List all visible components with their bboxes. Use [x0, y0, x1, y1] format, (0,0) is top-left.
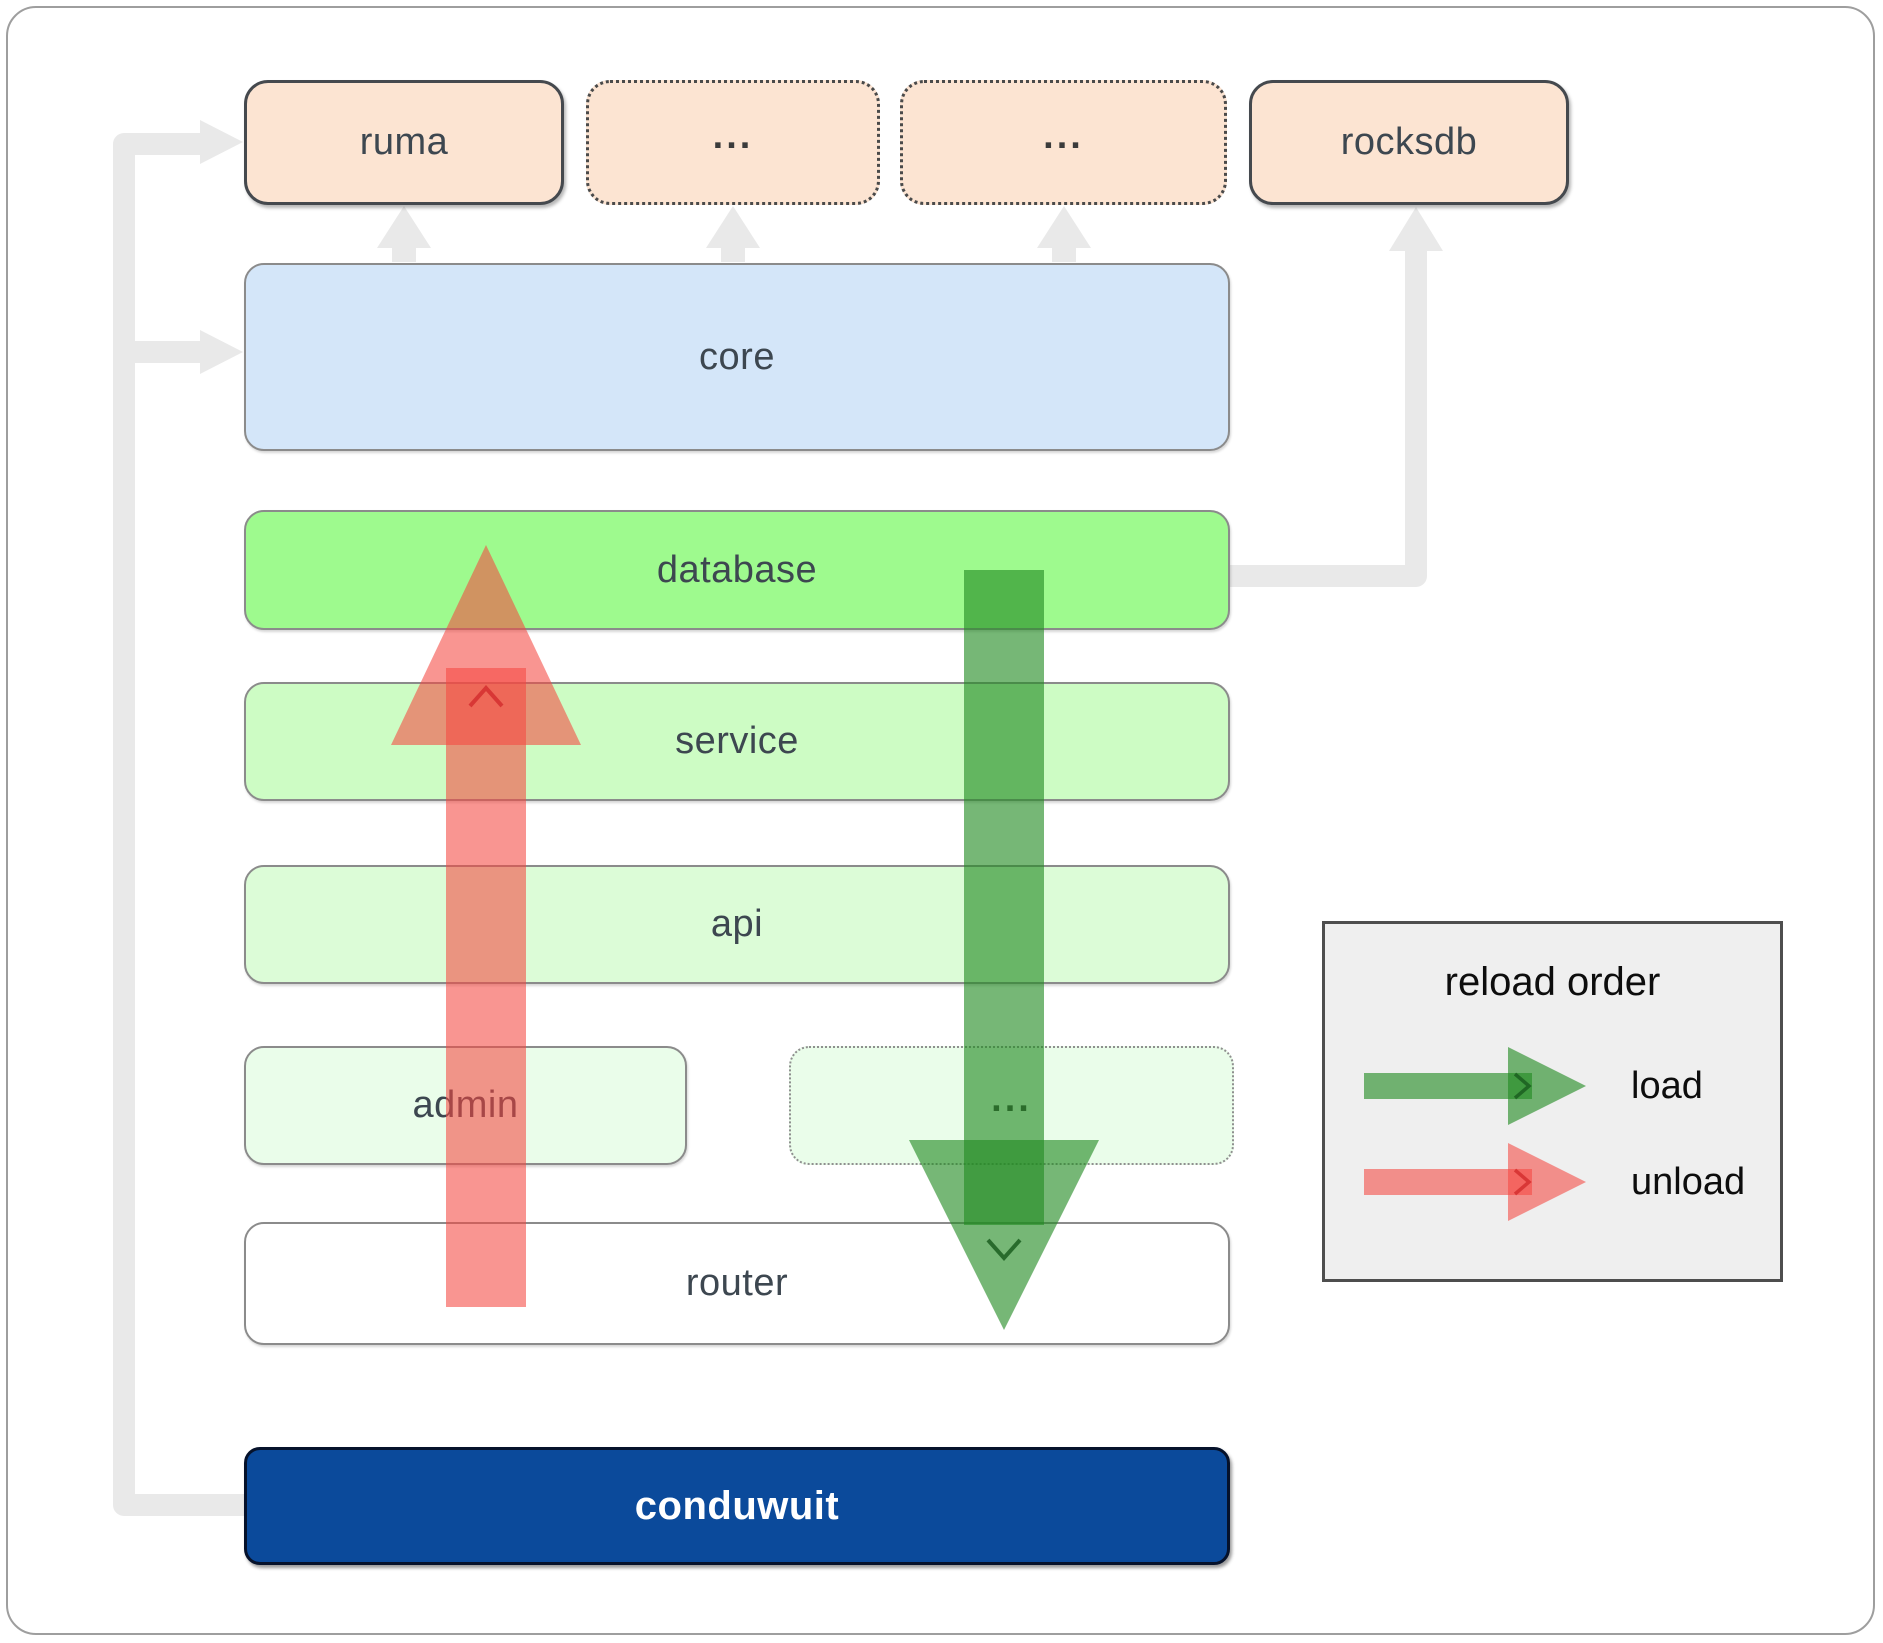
- node-rocksdb-label: rocksdb: [1340, 121, 1478, 163]
- node-ruma: ruma: [244, 80, 564, 205]
- node-conduwuit: conduwuit: [244, 1447, 1230, 1565]
- arrowhead-into-ruma: [200, 120, 243, 164]
- legend-load-arrow: [1364, 1047, 1586, 1125]
- node-service-label: service: [675, 720, 799, 762]
- node-admin-label: admin: [412, 1084, 519, 1126]
- node-service: service: [244, 682, 1230, 801]
- legend: reload order load unload: [1322, 921, 1783, 1282]
- node-router: router: [244, 1222, 1230, 1345]
- node-api-label: api: [710, 903, 764, 945]
- node-database-label: database: [656, 548, 818, 591]
- legend-load-arrow-chevron: [1513, 1072, 1532, 1100]
- node-router-label: router: [685, 1262, 789, 1304]
- node-core-label: core: [699, 335, 775, 378]
- legend-unload-arrow-chevron: [1513, 1168, 1532, 1196]
- legend-title: reload order: [1444, 960, 1661, 1004]
- node-ellipsis-bottom-label: ...: [991, 1078, 1032, 1120]
- arrowhead-core-to-ellipsis-2: [1037, 206, 1091, 248]
- arrowhead-into-rocksdb: [1389, 207, 1443, 251]
- legend-arrows: [1364, 1047, 1586, 1221]
- node-ellipsis-bottom: ...: [789, 1046, 1234, 1165]
- arrowhead-core-to-ellipsis-1: [706, 206, 760, 248]
- node-admin: admin: [244, 1046, 687, 1165]
- node-database: database: [244, 510, 1230, 630]
- node-conduwuit-label: conduwuit: [634, 1483, 840, 1528]
- node-ellipsis-top-1-label: ...: [712, 115, 754, 157]
- node-ellipsis-top-2-label: ...: [1043, 115, 1084, 157]
- legend-unload-arrow: [1364, 1143, 1586, 1221]
- connector-conduwuit-to-ruma: [113, 133, 245, 1516]
- connector-database-to-rocksdb: [1230, 250, 1427, 587]
- diagram-outer-border: [6, 6, 1875, 1635]
- node-rocksdb: rocksdb: [1249, 80, 1569, 205]
- legend-load-label: load: [1631, 1065, 1703, 1107]
- legend-unload-arrow-head: [1508, 1143, 1586, 1221]
- arrowhead-into-core: [200, 330, 243, 374]
- node-ruma-label: ruma: [359, 121, 449, 163]
- arrowhead-core-to-ruma: [377, 206, 431, 248]
- legend-load-arrow-head: [1508, 1047, 1586, 1125]
- node-ellipsis-top-2: ...: [900, 80, 1227, 205]
- node-api: api: [244, 865, 1230, 984]
- legend-unload-label: unload: [1631, 1161, 1746, 1203]
- node-core: core: [244, 263, 1230, 451]
- node-ellipsis-top-1: ...: [586, 80, 880, 205]
